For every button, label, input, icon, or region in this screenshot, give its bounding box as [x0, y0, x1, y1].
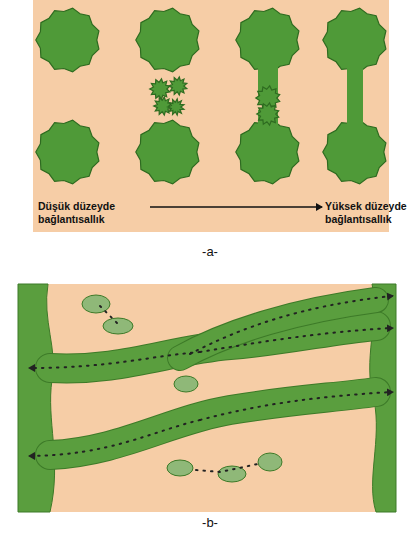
panel-label: -b-	[202, 515, 218, 530]
habitat-patch	[150, 79, 170, 99]
stepping-stones	[82, 295, 282, 482]
high-connectivity-label: Yüksek düzeyde bağlantısallık	[325, 200, 415, 226]
panel-ground	[18, 284, 396, 512]
habitat-patch	[257, 103, 279, 125]
movement-paths	[30, 296, 392, 472]
habitat-patches	[36, 8, 386, 184]
habitat-link	[347, 55, 363, 155]
panel-ground	[33, 0, 389, 232]
habitat-corridors	[18, 284, 396, 512]
gradient-arrow	[150, 206, 322, 208]
habitat-patch	[36, 120, 99, 184]
corridor-bands	[50, 300, 376, 455]
habitat-patch	[169, 77, 187, 95]
habitat-patch	[168, 99, 184, 115]
habitat-patch	[36, 8, 99, 72]
panel-label: -a-	[202, 244, 218, 259]
habitat-patch	[136, 120, 199, 184]
habitat-patch	[136, 8, 199, 72]
low-connectivity-label: Düşük düzeyde bağlantısallık	[38, 200, 148, 226]
